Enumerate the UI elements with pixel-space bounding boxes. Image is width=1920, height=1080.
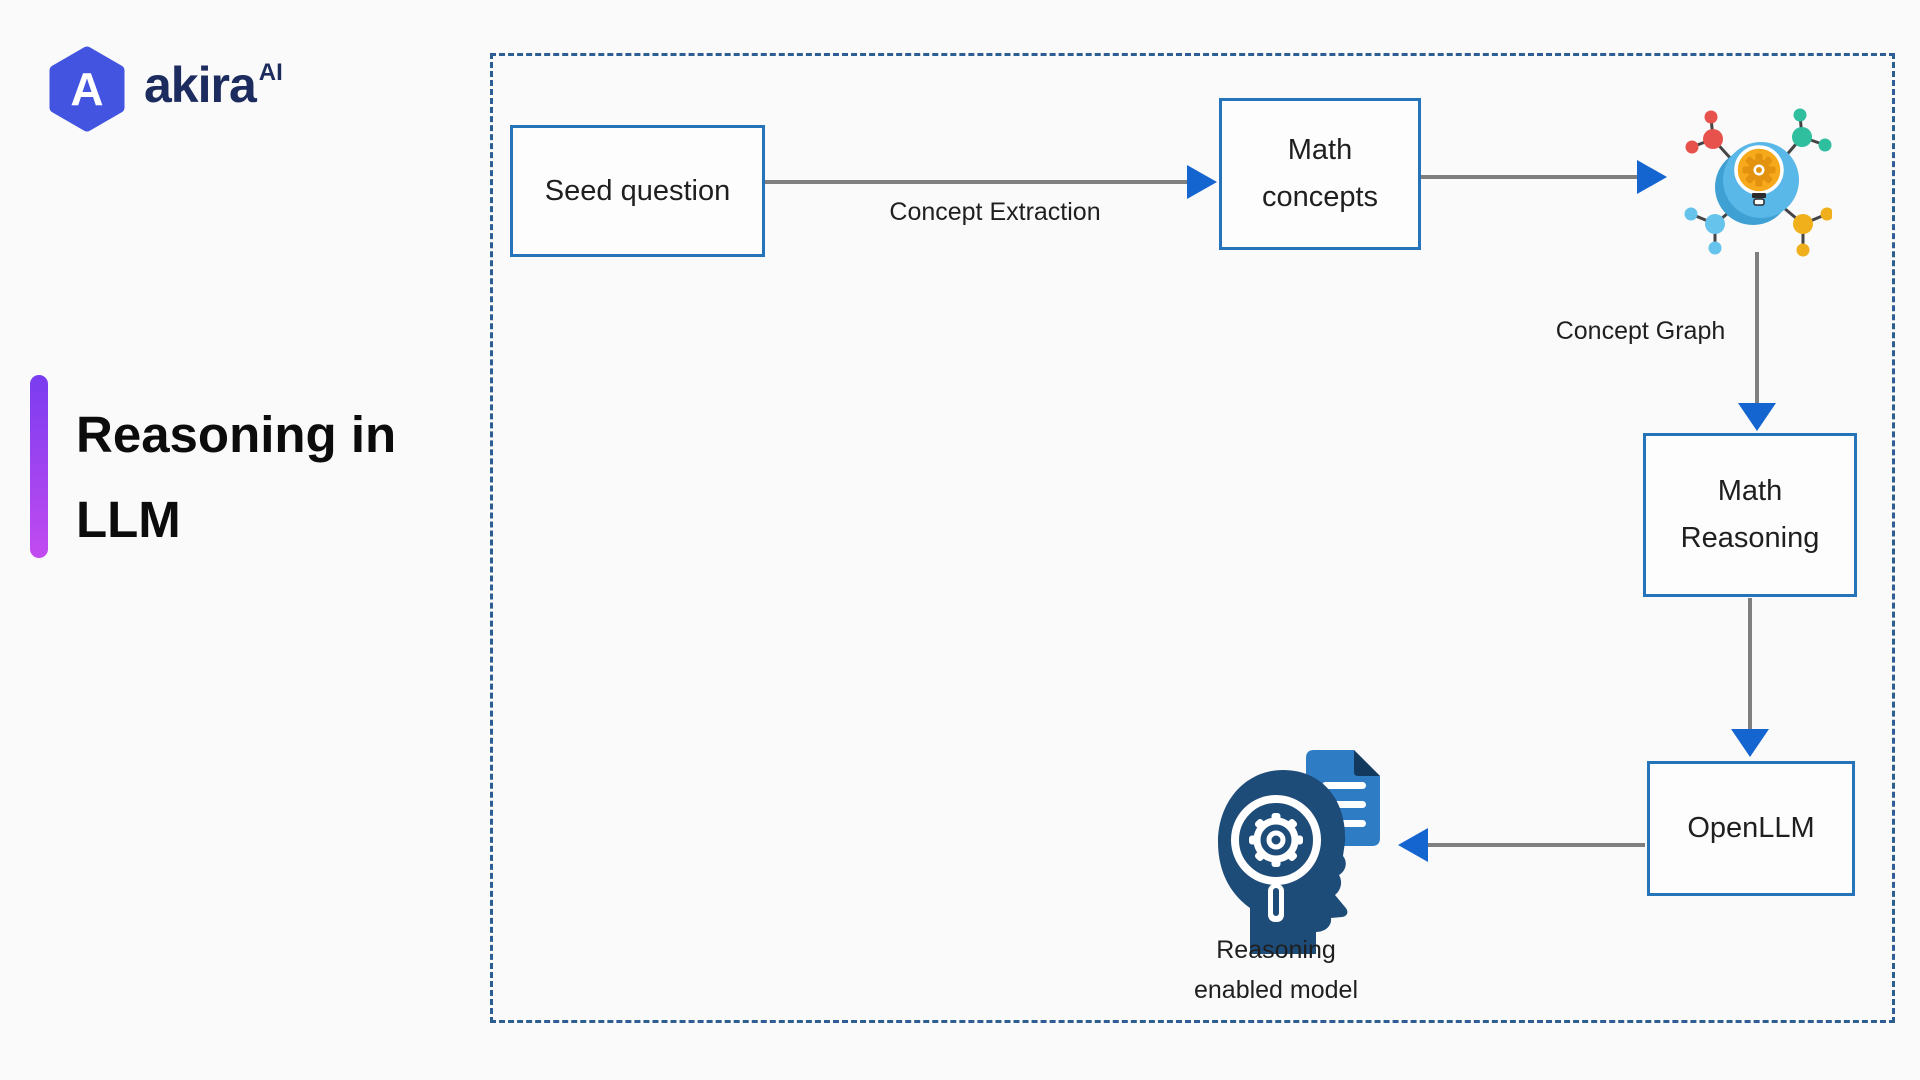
node-math-concepts-line-1: Math: [1287, 134, 1353, 166]
page-title-line-2: LLM: [76, 491, 181, 548]
brand-wordmark-text: akira: [144, 57, 257, 113]
node-seed-question: Seed question: [510, 125, 765, 257]
reasoning-model-caption: Reasoning enabled model: [1146, 930, 1406, 1010]
brand-superscript: AI: [258, 59, 283, 87]
cluster-teal: [1792, 108, 1832, 152]
caption-line-2: enabled model: [1193, 976, 1358, 1004]
cluster-lightblue: [1684, 207, 1725, 255]
magnifier-gear-icon: [1231, 795, 1321, 922]
node-math-reasoning-line-1: Math: [1717, 475, 1783, 507]
node-math-concepts: Math concepts: [1219, 98, 1421, 250]
label-concept-extraction: Concept Extraction: [889, 198, 1101, 226]
logo-letter: A: [70, 63, 103, 115]
title-accent-bar: [30, 375, 48, 558]
caption-line-1: Reasoning: [1216, 936, 1336, 964]
diagram-container: [490, 53, 1895, 1023]
node-math-reasoning-line-2: Reasoning: [1680, 522, 1820, 554]
node-math-concepts-line-2: concepts: [1261, 181, 1379, 213]
label-concept-graph: Concept Graph: [1555, 317, 1726, 345]
reasoning-head-icon: [1218, 750, 1380, 954]
node-seed-question-label: Seed question: [544, 174, 731, 207]
node-openllm: OpenLLM: [1647, 761, 1855, 896]
cluster-yellow: [1793, 207, 1832, 257]
lightbulb-gear-icon: [1734, 145, 1784, 206]
node-openllm-label: OpenLLM: [1687, 812, 1815, 844]
node-math-reasoning: Math Reasoning: [1643, 433, 1857, 597]
cluster-red: [1685, 110, 1723, 154]
page-title: Reasoning in LLM: [76, 392, 396, 562]
akira-hexagon-icon: A: [49, 46, 125, 132]
idea-network-icon: [1684, 108, 1832, 257]
page-title-line-1: Reasoning in: [76, 406, 397, 463]
